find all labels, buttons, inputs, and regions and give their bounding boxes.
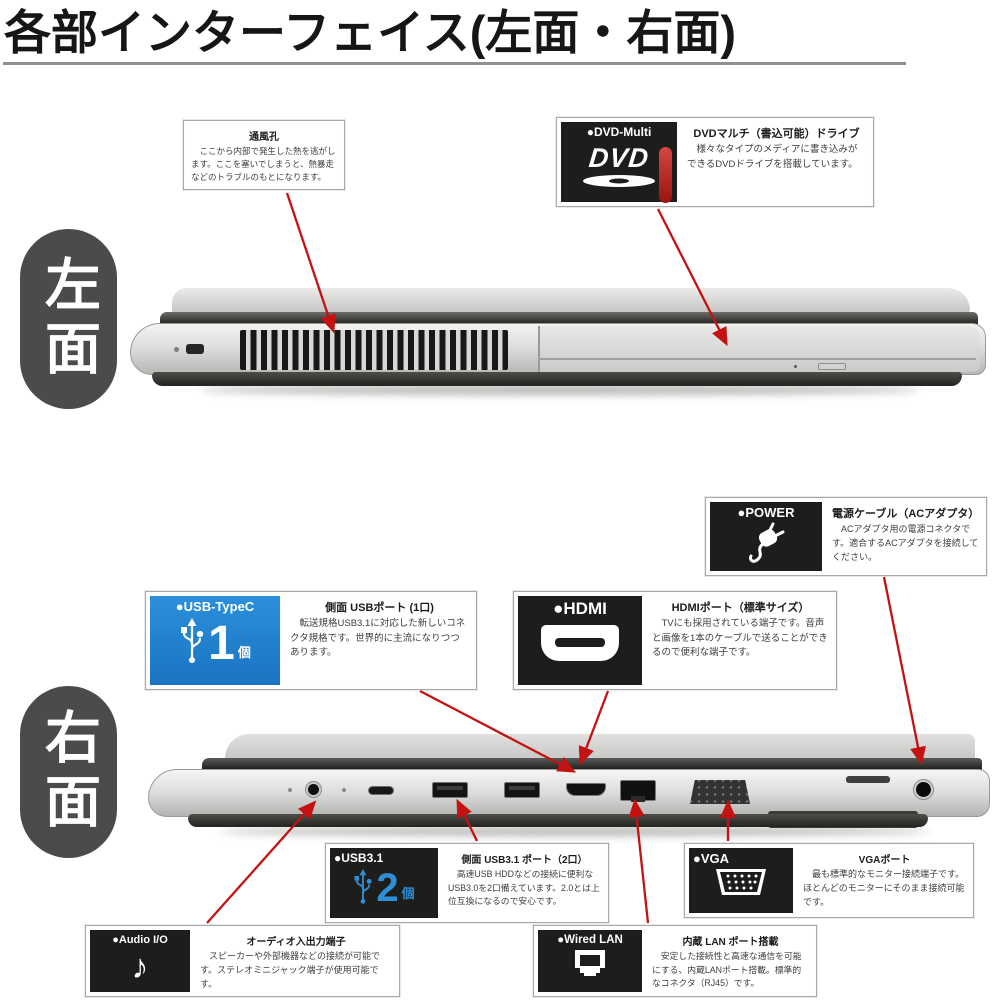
laptop-screen-gap [160, 312, 978, 324]
usb31-badge: ●USB3.1 2 個 [330, 848, 438, 918]
lan-badge-label: ●Wired LAN [557, 934, 623, 946]
power-body: ACアダプタ用の電源コネクタです。適合するACアダプタを接続してください。 [832, 524, 979, 562]
usb-typec-badge-label: ●USB-TypeC [175, 599, 255, 614]
usb31-count: 2 [376, 866, 399, 911]
headphone-icon-mark [342, 788, 346, 792]
power-badge: ●POWER [710, 502, 822, 571]
dvd-callout: ●DVD-Multi DVD DVDマルチ（書込可能）ドライブ 様々なタイプのメ… [556, 117, 874, 207]
vent-title: 通風孔 [249, 132, 279, 143]
usb-typec-body: 転送規格USB3.1に対応した新しいコネクタ規格です。世界的に主流になりつつあり… [290, 618, 466, 659]
usb31-badge-label: ●USB3.1 [334, 851, 384, 865]
usb-c-port [368, 786, 394, 795]
mic-icon-mark [288, 788, 292, 792]
hdmi-port [566, 783, 606, 796]
usb31-callout: ●USB3.1 2 個 側面 USB3.1 ポート（2口） [325, 843, 609, 923]
vent-grille [240, 330, 508, 370]
power-plug-icon [749, 522, 785, 563]
hdmi-callout: ●HDMI HDMIポート（標準サイズ） TVにも採用されている端子です。音声と… [513, 591, 837, 690]
ethernet-connector-icon [575, 949, 605, 976]
audio-jack-port [308, 784, 319, 795]
usb-typec-badge: ●USB-TypeC 1 個 [150, 596, 280, 685]
dvd-drive-seam [538, 326, 540, 372]
dvd-badge-label: ●DVD-Multi [586, 125, 652, 139]
right-side-badge: 右面 [20, 686, 117, 858]
usb-a-port-1 [432, 782, 468, 798]
hdmi-connector-icon [541, 624, 619, 661]
usb-trident-icon [181, 618, 204, 664]
vga-connector-icon [716, 869, 766, 896]
laptop-shadow [200, 385, 920, 395]
power-badge-label: ●POWER [737, 505, 795, 520]
dvd-disc-icon [583, 175, 655, 188]
lan-callout: ●Wired LAN 内蔵 LAN ポート搭載 安定した接続性と高速な通信を可能… [533, 925, 817, 997]
hdmi-title: HDMIポート（標準サイズ） [671, 602, 810, 614]
laptop-shadow [220, 827, 930, 836]
usb-typec-count: 1 [208, 616, 235, 670]
laptop-lid-edge [225, 734, 975, 760]
dvd-eject-button [818, 363, 846, 370]
audio-title: オーディオ入出力端子 [246, 937, 346, 948]
sd-card-slot [846, 776, 890, 783]
music-note-icon: ♪ [131, 948, 149, 987]
dvd-badge: ●DVD-Multi DVD [561, 122, 677, 203]
usb-typec-title: 側面 USBポート (1口) [325, 602, 434, 614]
usb-a-port-2 [504, 782, 540, 798]
dvd-pinhole [794, 365, 797, 368]
vga-badge: ●VGA [689, 848, 793, 913]
laptop-right-side-photo [130, 728, 990, 843]
kensington-lock-slot [174, 344, 204, 354]
usb31-body: 高速USB HDDなどの接続に便利なUSB3.0を2口備えています。2.0とは上… [448, 869, 600, 907]
laptop-left-side-photo [130, 280, 990, 415]
lan-title: 内蔵 LAN ポート搭載 [682, 937, 779, 948]
hdmi-badge: ●HDMI [518, 596, 642, 685]
audio-body: スピーカーや外部機器などの接続が可能です。ステレオミニジャック端子が使用可能です… [200, 951, 381, 989]
power-title: 電源ケーブル（ACアダプタ） [832, 508, 980, 520]
dvd-body: 様々なタイプのメディアに書き込みができるDVDドライブを搭載しています。 [687, 144, 858, 170]
audio-badge-label: ●Audio I/O [112, 934, 168, 946]
usb-typec-unit: 個 [237, 645, 251, 661]
laptop-bottom-edge [188, 814, 928, 827]
left-side-badge: 左面 [20, 229, 117, 409]
dvd-title: DVDマルチ（書込可能）ドライブ [693, 128, 860, 140]
audio-badge: ●Audio I/O ♪ [90, 930, 190, 992]
vent-callout: 通風孔 ここから内部で発生した熱を逃がします。ここを塞いでしまうと、熱暴走などの… [183, 120, 345, 190]
audio-callout: ●Audio I/O ♪ オーディオ入出力端子 スピーカーや外部機器などの接続が… [85, 925, 400, 997]
vga-title: VGAポート [858, 855, 911, 866]
dvd-drive-tray-line [538, 358, 976, 360]
lan-body: 安定した接続性と高速な通信を可能にする、内蔵LANポート搭載。標準的なコネクタ（… [652, 951, 802, 989]
vent-body: ここから内部で発生した熱を逃がします。ここを塞いでしまうと、熱暴走などのトラブル… [191, 146, 336, 182]
power-jack-port [916, 782, 931, 797]
power-callout: ●POWER 電源ケーブル（ACアダプタ） ACアダプタ用の電源コネクタです。適… [705, 497, 987, 576]
lan-badge: ●Wired LAN [538, 930, 642, 992]
vga-body: 最も標準的なモニター接続端子です。ほとんどのモニターにそのまま接続可能です。 [803, 869, 965, 907]
dvd-drive-tray [540, 326, 980, 372]
vga-callout: ●VGA VGAポート 最も標準的なモニター接続端子です。ほとんどのモニターにそ… [684, 843, 974, 918]
title-underline [3, 62, 906, 65]
usb-trident-icon [354, 869, 372, 904]
page-title: 各部インターフェイス(左面・右面) [4, 6, 737, 59]
usb31-title: 側面 USB3.1 ポート（2口） [461, 855, 588, 866]
dvd-logo: DVD [587, 143, 651, 174]
laptop-bottom-edge [152, 372, 962, 386]
vga-badge-label: ●VGA [693, 851, 730, 866]
hdmi-badge-label: ●HDMI [553, 599, 607, 618]
vga-port [690, 780, 750, 804]
hdmi-body: TVにも採用されている端子です。音声と画像を1本のケーブルで送ることができるので… [652, 618, 828, 659]
usb-typec-callout: ●USB-TypeC 1 個 側面 USBポート (1口) [145, 591, 477, 690]
ethernet-port [620, 780, 656, 801]
dvd-red-bar [659, 147, 672, 203]
usb31-unit: 個 [401, 886, 415, 902]
right-side-badge-label: 右面 [37, 708, 101, 836]
left-side-badge-label: 左面 [37, 255, 101, 383]
laptop-lid-edge [172, 288, 970, 314]
